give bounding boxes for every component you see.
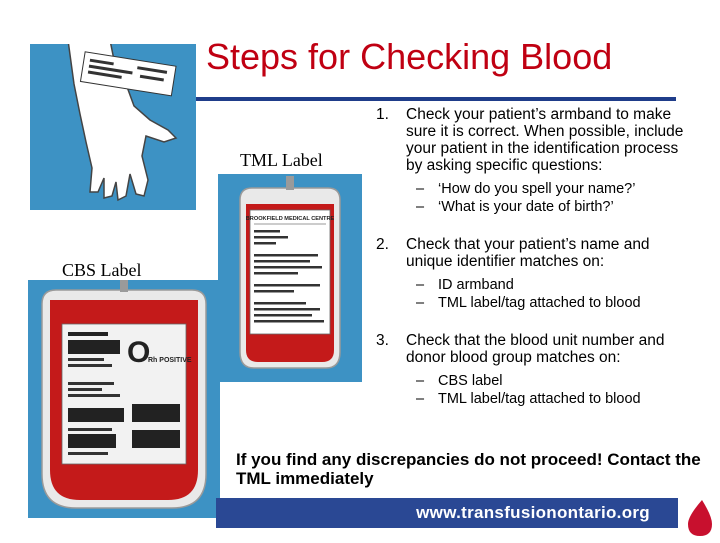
tml-tag-header: BROOKFIELD MEDICAL CENTRE [246, 216, 335, 222]
sub-item-text: ‘How do you spell your name?’ [438, 181, 636, 197]
step-2: 2. Check that your patient’s name and un… [376, 236, 696, 270]
list-item: –TML label/tag attached to blood [416, 390, 696, 408]
list-item: –ID armband [416, 276, 696, 294]
blood-drop-icon [688, 500, 712, 536]
step-text: Check your patient’s armband to make sur… [406, 106, 684, 174]
cbs-labelled-blood-bag: O Rh POSITIVE [28, 280, 220, 518]
step-3-sublist: –CBS label –TML label/tag attached to bl… [416, 372, 696, 408]
dash-bullet: – [416, 199, 425, 215]
dash-bullet: – [416, 295, 425, 311]
tml-label-caption: TML Label [240, 150, 323, 170]
dash-bullet: – [416, 277, 425, 293]
dash-bullet: – [416, 373, 425, 389]
blood-drop-logo-icon [682, 498, 720, 543]
list-item: –CBS label [416, 372, 696, 390]
step-3: 3. Check that the blood unit number and … [376, 332, 696, 366]
sub-item-text: TML label/tag attached to blood [438, 295, 641, 311]
armband-hand-illustration [30, 39, 196, 210]
list-item: –‘What is your date of birth?’ [416, 198, 696, 216]
blood-bag-icon: BROOKFIELD MEDICAL CENTRE [239, 176, 341, 369]
cbs-label-caption: CBS Label [62, 260, 142, 280]
sub-item-text: CBS label [438, 373, 503, 389]
step-1-sublist: –‘How do you spell your name?’ –‘What is… [416, 180, 696, 216]
step-number: 2. [376, 236, 389, 253]
step-text: Check that your patient’s name and uniqu… [406, 236, 650, 270]
dash-bullet: – [416, 181, 425, 197]
sub-item-text: TML label/tag attached to blood [438, 391, 641, 407]
cbs-blood-group: O [127, 336, 150, 369]
footer-bar: www.transfusionontario.org [216, 498, 678, 528]
list-item: –TML label/tag attached to blood [416, 294, 696, 312]
sub-item-text: ‘What is your date of birth?’ [438, 199, 614, 215]
step-number: 1. [376, 106, 389, 123]
step-number: 3. [376, 332, 389, 349]
steps-list: 1. Check your patient’s armband to make … [376, 106, 696, 408]
step-1: 1. Check your patient’s armband to make … [376, 106, 696, 174]
list-item: –‘How do you spell your name?’ [416, 180, 696, 198]
hand-icon [67, 39, 178, 202]
page-title: Steps for Checking Blood [206, 36, 613, 77]
sub-item-text: ID armband [438, 277, 514, 293]
title-divider [196, 97, 676, 101]
step-2-sublist: –ID armband –TML label/tag attached to b… [416, 276, 696, 312]
cbs-rh-factor: Rh POSITIVE [148, 357, 192, 364]
tml-labelled-blood-bag: BROOKFIELD MEDICAL CENTRE [218, 174, 362, 382]
blood-bag-icon: O Rh POSITIVE [41, 280, 207, 509]
dash-bullet: – [416, 391, 425, 407]
footer-url[interactable]: www.transfusionontario.org [416, 503, 650, 522]
step-text: Check that the blood unit number and don… [406, 332, 665, 366]
warning-text: If you find any discrepancies do not pro… [236, 450, 701, 488]
